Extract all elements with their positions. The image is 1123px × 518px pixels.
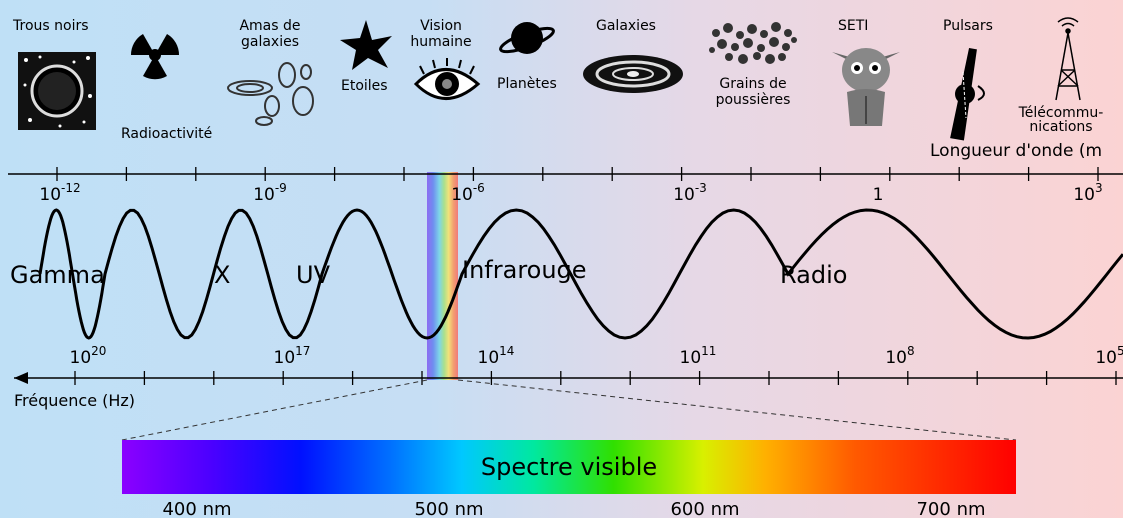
label-black-holes: Trous noirs — [12, 18, 89, 34]
label-pulsars: Pulsars — [943, 18, 993, 34]
frequency-tick-label-4: 108 — [885, 344, 914, 368]
wavelength-tick-label-3: 10-3 — [673, 181, 707, 205]
galaxy-icon — [583, 55, 683, 93]
visible-tick-500: 500 nm — [414, 499, 483, 518]
frequency-minor-ticks — [74, 371, 1117, 385]
wavelength-axis-label: Longueur d'onde (m — [930, 141, 1102, 161]
label-galaxies: Galaxies — [596, 18, 656, 34]
frequency-axis-arrowhead — [14, 372, 28, 384]
pulsar-icon — [950, 48, 985, 141]
zoom-line-left — [121, 379, 428, 441]
frequency-tick-label-2: 1014 — [478, 344, 515, 368]
band-label-infrared: Infrarouge — [462, 256, 587, 284]
em-wave-curve — [38, 208, 1123, 340]
label-telecommunications: Télécommu-nications — [1018, 105, 1104, 135]
visible-tick-700: 700 nm — [916, 499, 985, 518]
eye-icon — [413, 58, 481, 100]
wavelength-tick-labels: 10-12 10-9 10-6 10-3 1 103 — [39, 181, 1102, 205]
visible-tick-600: 600 nm — [670, 499, 739, 518]
dust-grains-icon — [709, 22, 797, 64]
zoom-line-right — [457, 379, 1017, 441]
label-stars: Etoiles — [341, 78, 388, 94]
radioactivity-icon — [130, 34, 180, 80]
visible-band-strip — [427, 172, 458, 380]
wavelength-tick-label-5: 103 — [1073, 181, 1102, 205]
wavelength-minor-ticks — [56, 167, 1099, 181]
frequency-tick-labels: 1020 1017 1014 1011 108 105 — [70, 344, 1123, 368]
band-labels: Gamma X UV Infrarouge Radio — [10, 256, 847, 289]
visible-spectrum-bar — [122, 440, 1016, 494]
alien-icon — [832, 48, 900, 126]
band-label-x: X — [214, 261, 230, 289]
antenna-icon — [1055, 17, 1081, 101]
wavelength-tick-label-1: 10-9 — [253, 181, 287, 205]
planet-icon — [499, 22, 555, 54]
band-label-gamma: Gamma — [10, 261, 105, 289]
label-radioactivity: Radioactivité — [121, 126, 212, 142]
frequency-tick-label-1: 1017 — [274, 344, 311, 368]
galaxy-cluster-icon — [227, 62, 314, 126]
frequency-tick-label-0: 1020 — [70, 344, 107, 368]
wavelength-tick-label-2: 10-6 — [451, 181, 485, 205]
wavelength-tick-label-0: 10-12 — [39, 181, 80, 205]
visible-spectrum-ticks: 400 nm 500 nm 600 nm 700 nm — [162, 499, 985, 518]
label-seti: SETI — [838, 18, 868, 34]
visible-tick-400: 400 nm — [162, 499, 231, 518]
frequency-axis-label: Fréquence (Hz) — [14, 391, 135, 410]
black-hole-icon — [18, 52, 96, 130]
label-planets: Planètes — [497, 76, 557, 92]
band-label-radio: Radio — [780, 261, 847, 289]
band-label-uv: UV — [296, 261, 331, 289]
frequency-tick-label-5: 105 — [1095, 344, 1123, 368]
wavelength-tick-label-4: 1 — [873, 185, 884, 205]
star-icon — [340, 20, 392, 70]
visible-spectrum-title: Spectre visible — [481, 453, 657, 481]
frequency-tick-label-3: 1011 — [680, 344, 717, 368]
